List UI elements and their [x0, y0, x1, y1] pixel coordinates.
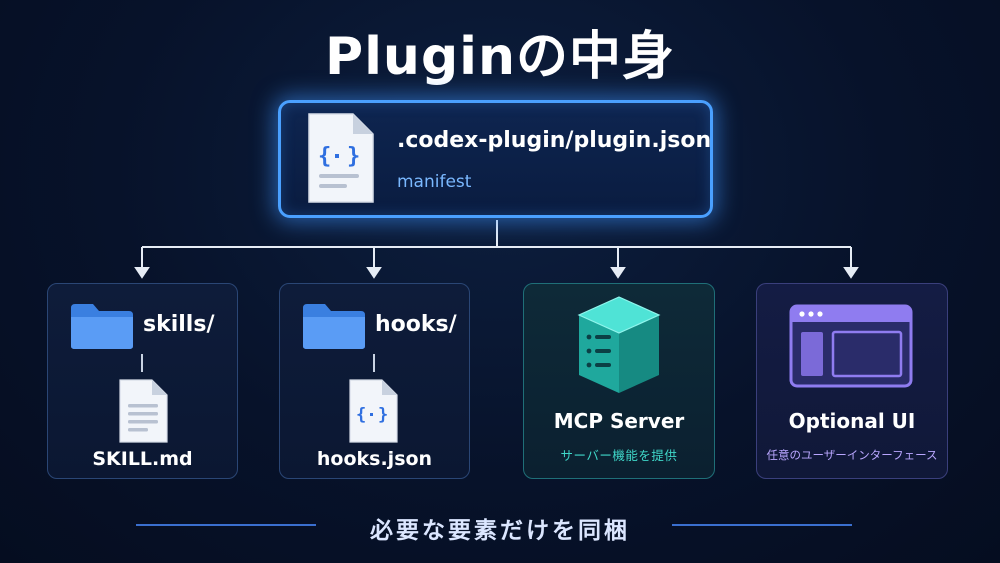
arrow-ui-icon	[843, 267, 859, 279]
ui-subtitle: 任意のユーザーインターフェース	[766, 448, 938, 462]
folder-icon	[71, 304, 133, 349]
arrow-mcp-icon	[610, 267, 626, 279]
skills-folder-label: skills/	[143, 312, 215, 337]
hooks-file-label: hooks.json	[316, 448, 433, 470]
manifest-label: manifest	[397, 172, 472, 192]
skills-file-label: SKILL.md	[92, 448, 193, 470]
json-file-icon: { }	[349, 379, 398, 443]
document-icon	[119, 379, 168, 443]
ui-title: Optional UI	[788, 409, 916, 433]
footer-caption: 必要な要素だけを同梱	[370, 518, 630, 544]
hooks-tree-line	[373, 354, 375, 372]
mcp-subtitle: サーバー機能を提供	[560, 448, 678, 463]
browser-window-icon	[789, 304, 913, 388]
footer-line-left	[136, 524, 316, 526]
manifest-path: .codex-plugin/plugin.json	[397, 128, 712, 153]
folder-icon	[303, 304, 365, 349]
mcp-title: MCP Server	[553, 409, 685, 433]
hooks-folder-label: hooks/	[375, 312, 457, 337]
svg-text:}: }	[378, 405, 388, 425]
svg-text:{: {	[318, 144, 331, 169]
page-title: Pluginの中身	[324, 27, 676, 87]
server-cube-icon	[577, 296, 661, 393]
json-file-icon: { }	[308, 113, 374, 203]
skills-tree-line	[141, 354, 143, 372]
arrow-skills-icon	[134, 267, 150, 279]
footer-line-right	[672, 524, 852, 526]
svg-text:{: {	[356, 405, 366, 425]
svg-text:}: }	[347, 144, 360, 169]
arrow-hooks-icon	[366, 267, 382, 279]
